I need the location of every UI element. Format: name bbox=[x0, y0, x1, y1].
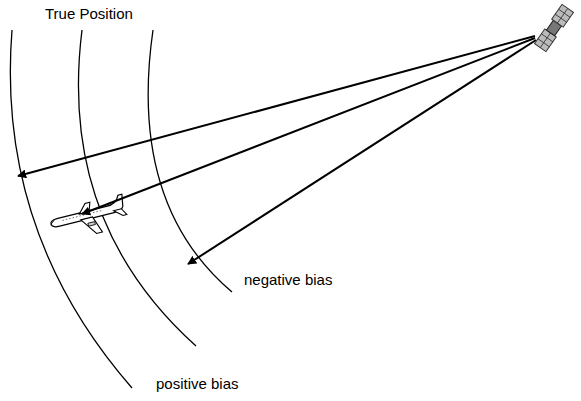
annotation-label: positive bias bbox=[156, 376, 239, 393]
range-arc bbox=[10, 30, 132, 388]
airplane bbox=[48, 194, 129, 243]
signal-arrow bbox=[188, 40, 536, 264]
range-arc bbox=[78, 30, 196, 346]
annotation-label: True Position bbox=[45, 6, 133, 23]
signal-arrow bbox=[18, 36, 535, 176]
satellite bbox=[535, 4, 574, 51]
annotation-label: negative bias bbox=[244, 272, 332, 289]
